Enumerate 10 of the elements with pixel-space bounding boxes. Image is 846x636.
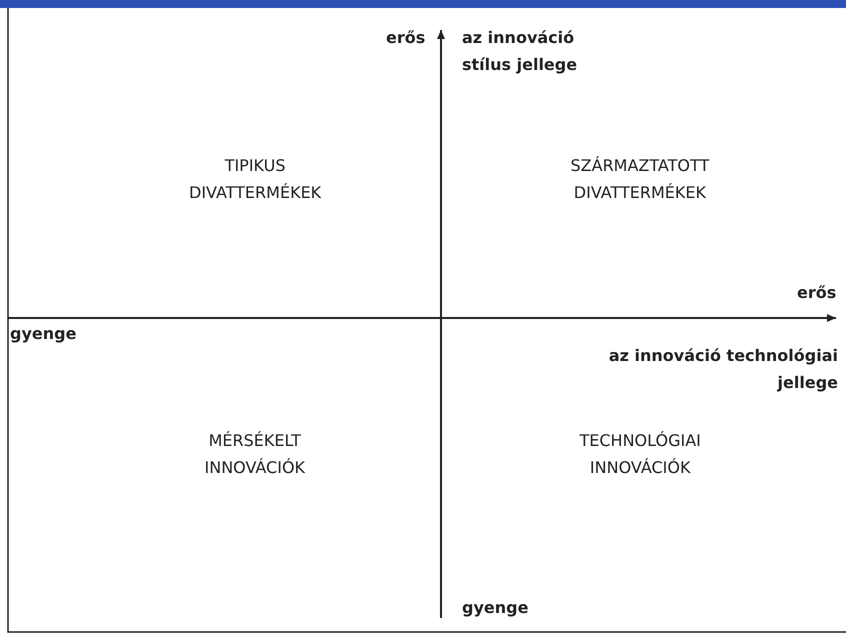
axis-label: az innováció technológiai jellege <box>608 345 838 394</box>
quadrant-label: TIPIKUS DIVATTERMÉKEK <box>189 155 322 204</box>
axis-label: gyenge <box>10 323 76 345</box>
quadrant-label: SZÁRMAZTATOTT DIVATTERMÉKEK <box>570 155 710 204</box>
quadrant-label: MÉRSÉKELT INNOVÁCIÓK <box>204 430 306 479</box>
axis-label: erős <box>797 282 836 304</box>
axis-label: az innováció stílus jellege <box>462 27 578 76</box>
quadrant-label: TECHNOLÓGIAI INNOVÁCIÓK <box>580 430 701 479</box>
axis-label: erős <box>386 27 426 49</box>
axis-label: gyenge <box>462 597 528 619</box>
